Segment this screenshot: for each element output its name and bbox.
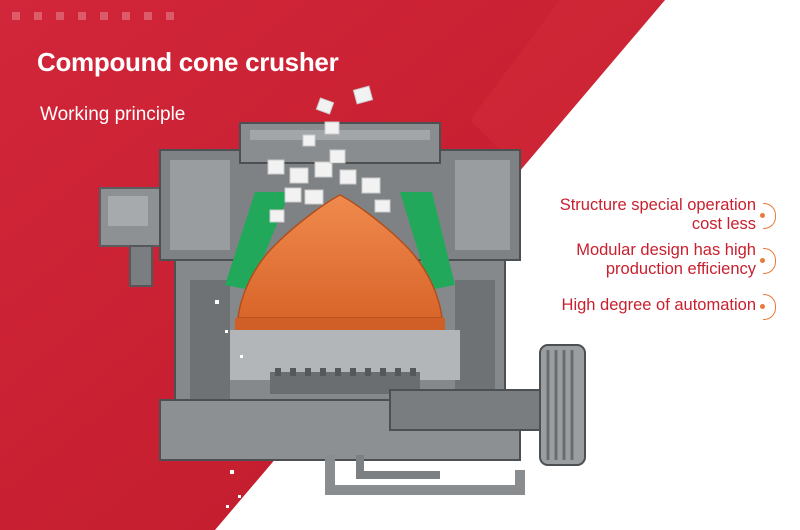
feature-text-line1: Structure special operation (559, 196, 756, 214)
feature-item: Structure special operation cost less (476, 196, 776, 234)
page-subtitle: Working principle (40, 104, 186, 125)
feature-text-line2: cost less (691, 215, 756, 233)
feature-text-line1: Modular design has high (576, 241, 756, 259)
feature-text-line2: production efficiency (605, 260, 756, 278)
page-title: Compound cone crusher (37, 47, 339, 77)
decorative-dots (12, 12, 174, 20)
feature-item: High degree of automation (476, 293, 776, 320)
feature-item: Modular design has high production effic… (476, 241, 776, 279)
feature-text-line1: High degree of automation (561, 296, 756, 314)
